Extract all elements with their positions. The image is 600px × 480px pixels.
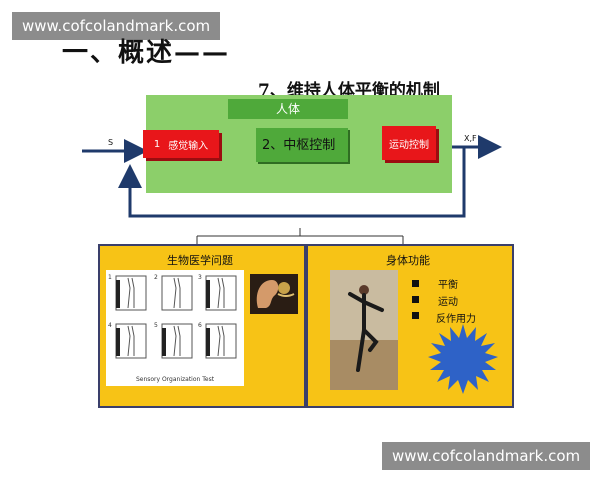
biomedical-panel-title: 生物医学问题: [167, 254, 233, 267]
sot-figure: [106, 270, 244, 386]
motor-control-label: 运动控制: [389, 139, 429, 151]
sensory-input-label: 感觉输入: [168, 140, 209, 152]
sot-caption: Sensory Organization Test: [135, 376, 215, 383]
center-control-block: [256, 128, 348, 162]
sensory-input-number: 1: [153, 138, 161, 150]
signal-in-label: S: [108, 138, 114, 147]
motion-bullet: [412, 296, 419, 303]
balance-bullet: [412, 280, 419, 287]
center-control-label: 2、中枢控制: [262, 138, 336, 153]
body-function-panel-title: 身体功能: [386, 254, 430, 267]
function-item-balance: 平衡: [438, 280, 458, 291]
body-label: 人体: [228, 99, 348, 119]
section-title: 一、概述——: [62, 38, 231, 68]
feedback-loop: [118, 147, 466, 218]
reaction-force-bullet: [412, 312, 419, 319]
sot-number-1: 1: [108, 274, 112, 281]
dancer-photo: [330, 270, 398, 390]
burst-shape: [428, 324, 498, 394]
function-item-motion: 运动: [438, 297, 458, 308]
sensory-input-block: 1 感觉输入: [143, 130, 219, 158]
watermark-top: www.cofcolandmark.com: [12, 12, 221, 40]
motor-control-block: 运动控制: [382, 126, 436, 160]
ear-anatomy-image: [250, 274, 298, 314]
sot-number-5: 5: [154, 322, 158, 329]
sot-number-2: 2: [154, 274, 158, 281]
sot-number-6: 6: [198, 322, 202, 329]
watermark-bottom: www.cofcolandmark.com: [382, 442, 591, 470]
function-item-reaction-force: 反作用力: [436, 314, 476, 325]
signal-out-label: X,F: [464, 134, 477, 143]
sot-number-4: 4: [108, 322, 112, 329]
sot-figure-drawing: [115, 275, 237, 359]
sot-number-3: 3: [198, 274, 202, 281]
